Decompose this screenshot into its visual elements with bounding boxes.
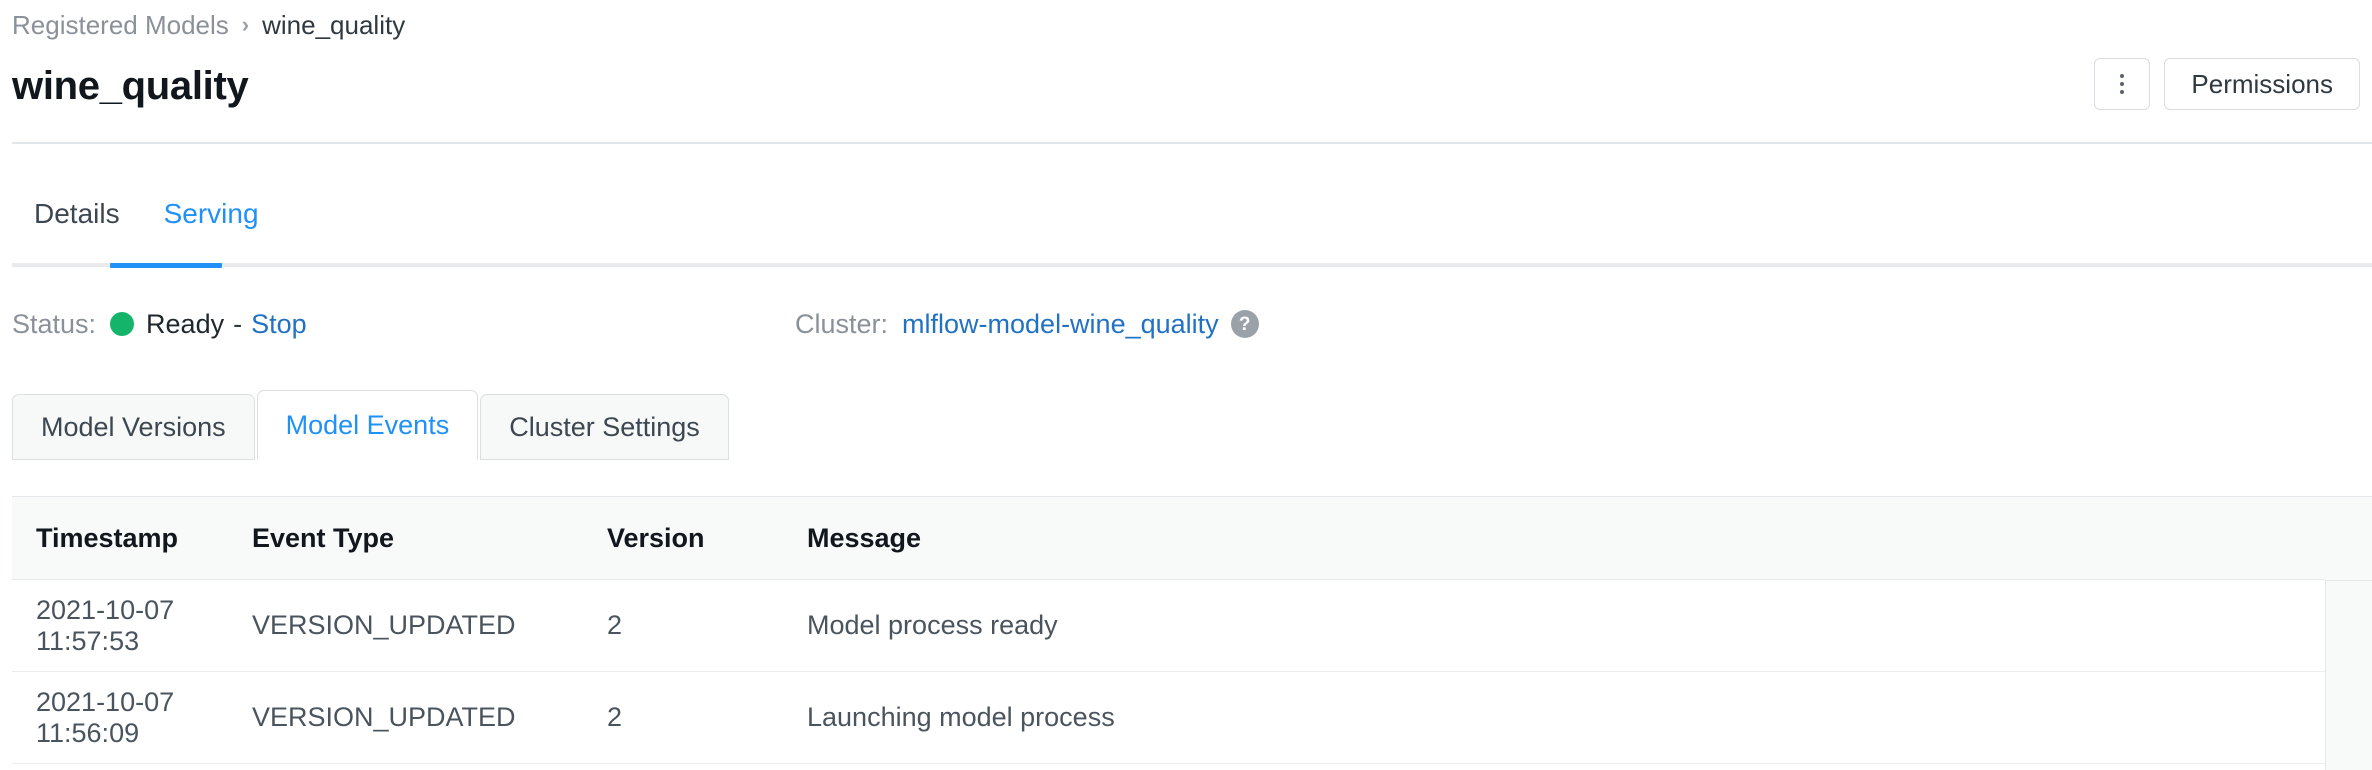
stop-link[interactable]: Stop	[251, 308, 307, 339]
subtab-model-events[interactable]: Model Events	[256, 390, 479, 460]
kebab-menu-icon	[2120, 74, 2125, 94]
status-label: Status:	[12, 308, 97, 339]
breadcrumb-separator-icon: ›	[241, 12, 250, 37]
permissions-button[interactable]: Permissions	[2164, 58, 2360, 110]
cell-timestamp: 2021-10-07 11:57:53	[36, 594, 175, 656]
cell-event-type: VERSION_UPDATED	[252, 702, 516, 732]
cell-version: 2	[607, 702, 623, 732]
status-row: Status: Ready - Stop	[12, 304, 307, 344]
tab-active-indicator	[110, 263, 222, 268]
tabs-underline	[12, 263, 2372, 267]
cell-timestamp: 2021-10-07 11:56:09	[36, 686, 175, 748]
table-vertical-scrollbar[interactable]	[2325, 581, 2372, 770]
primary-tabs: Details Serving	[12, 196, 2372, 286]
tab-details[interactable]: Details	[12, 196, 142, 254]
subtab-cluster-settings[interactable]: Cluster Settings	[480, 394, 729, 460]
help-icon[interactable]: ?	[1230, 310, 1259, 338]
cell-event-type: VERSION_UPDATED	[252, 610, 516, 640]
table-row[interactable]: 2021-10-07 11:56:09 VERSION_UPDATED 2 La…	[12, 672, 2372, 764]
title-row: wine_quality Permissions	[12, 58, 2360, 118]
cell-message: Launching model process	[807, 702, 1115, 732]
column-header-message[interactable]: Message	[807, 522, 922, 553]
table-header-row: Timestamp Event Type Version Message	[12, 496, 2372, 580]
cell-message: Model process ready	[807, 610, 1058, 640]
cluster-label: Cluster:	[795, 308, 889, 339]
cluster-link[interactable]: mlflow-model-wine_quality	[902, 308, 1219, 339]
header-divider	[12, 142, 2372, 144]
column-header-timestamp[interactable]: Timestamp	[36, 522, 179, 553]
breadcrumb: Registered Models › wine_quality	[12, 8, 405, 42]
title-actions: Permissions	[2094, 58, 2360, 110]
cell-version: 2	[607, 610, 623, 640]
tab-serving[interactable]: Serving	[142, 196, 281, 254]
status-dash: -	[233, 308, 243, 339]
table-row[interactable]: 2021-10-07 11:57:53 VERSION_UPDATED 2 Mo…	[12, 580, 2372, 672]
status-value: Ready	[146, 308, 225, 339]
breadcrumb-parent[interactable]: Registered Models	[12, 10, 229, 40]
subtab-model-versions[interactable]: Model Versions	[12, 394, 255, 460]
column-header-version[interactable]: Version	[607, 522, 705, 553]
primary-tabs-list: Details Serving	[12, 196, 2372, 254]
column-header-event-type[interactable]: Event Type	[252, 522, 395, 553]
overflow-menu-button[interactable]	[2094, 58, 2151, 110]
page-title: wine_quality	[12, 64, 249, 108]
breadcrumb-current: wine_quality	[262, 10, 406, 40]
serving-subtabs: Model Versions Model Events Cluster Sett…	[12, 390, 731, 460]
table-header-gutter	[2325, 496, 2372, 581]
cluster-row: Cluster: mlflow-model-wine_quality ?	[795, 304, 1259, 344]
status-indicator-dot-icon	[110, 312, 135, 336]
model-events-table: Timestamp Event Type Version Message 202…	[12, 496, 2372, 770]
